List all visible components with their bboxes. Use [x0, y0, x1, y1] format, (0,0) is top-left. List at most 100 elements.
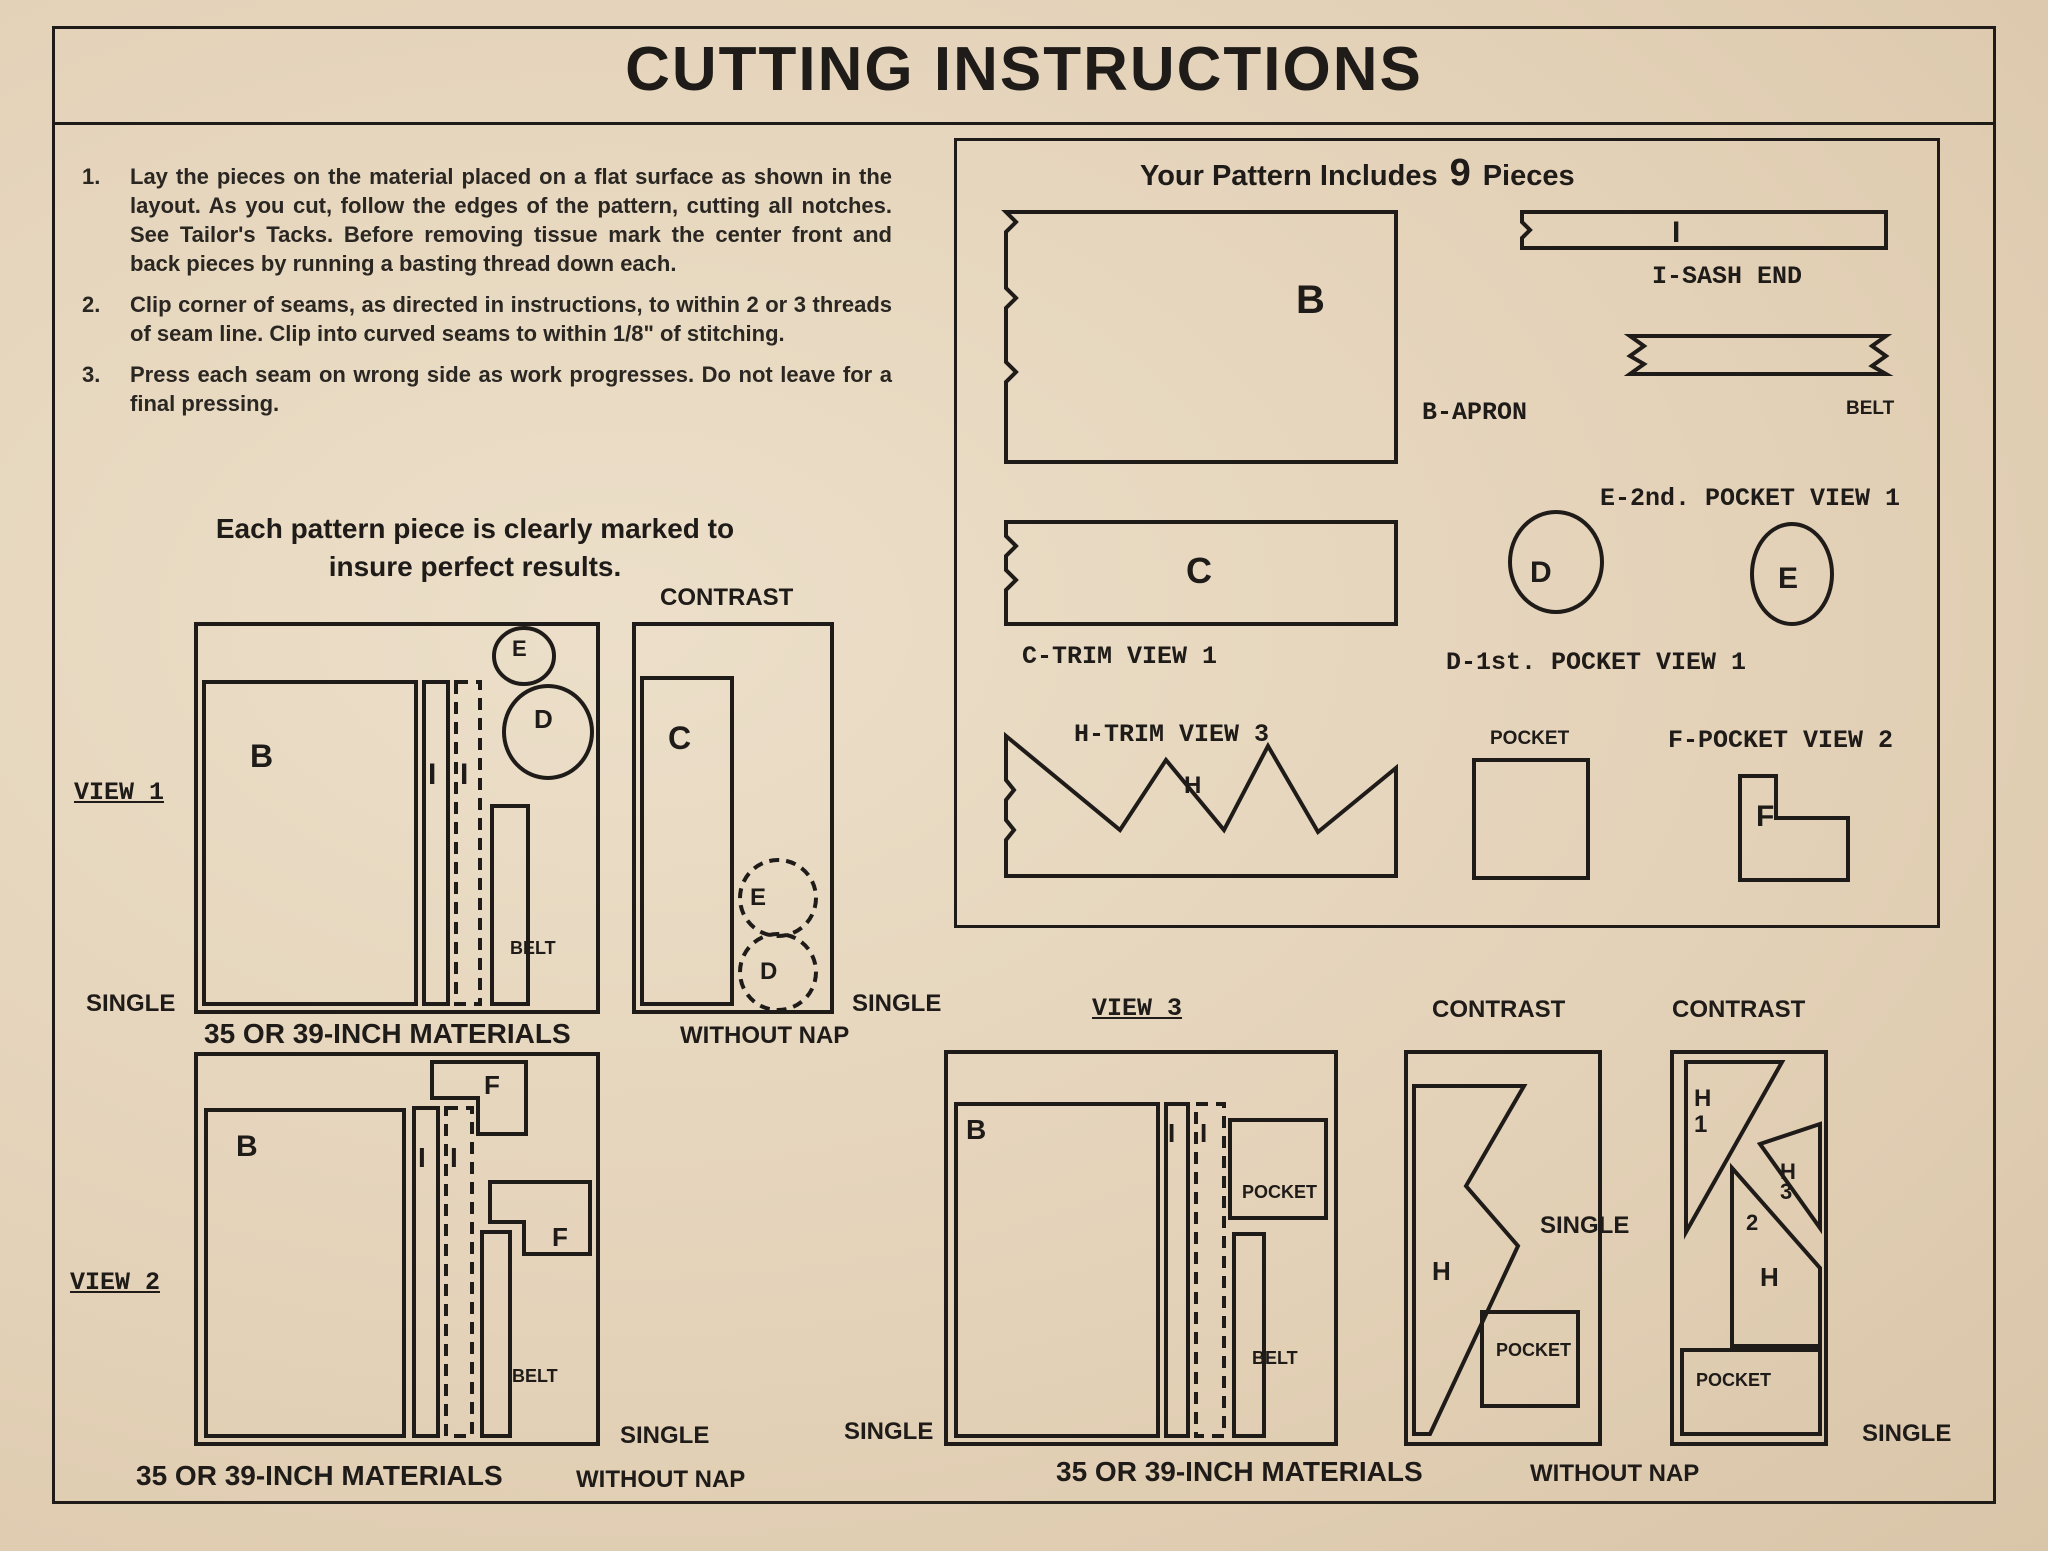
instruction-item: 1. Lay the pieces on the material placed … — [82, 162, 892, 278]
label-belt-view1: BELT — [510, 938, 556, 958]
instruction-item: 2. Clip corner of seams, as directed in i… — [82, 290, 892, 348]
label-view3: VIEW 3 — [1092, 994, 1183, 1023]
piece-f-lower — [488, 1180, 592, 1256]
view3-fabric — [944, 1050, 1338, 1446]
piece-c-trim — [1004, 520, 1398, 626]
letter-i-view1: I — [460, 758, 469, 791]
letter-f: F — [1756, 800, 1775, 833]
piece-belt-view3 — [1232, 1232, 1266, 1438]
piece-belt-view1 — [490, 804, 530, 1006]
letter-b-view3: B — [966, 1114, 987, 1145]
label-materials-view2: 35 OR 39-INCH MATERIALS — [136, 1460, 503, 1491]
letter-e: E — [1778, 562, 1799, 595]
letter-b-view2: B — [236, 1130, 258, 1163]
instruction-number: 1. — [82, 164, 101, 189]
piece-h3 — [1756, 1121, 1822, 1235]
includes-suffix: Pieces — [1482, 160, 1575, 192]
piece-i-view3 — [1164, 1102, 1190, 1438]
instruction-number: 2. — [82, 292, 101, 317]
piece-i-dashed-view2 — [444, 1106, 474, 1438]
view1-fabric — [194, 622, 600, 1014]
piece-c-view1 — [640, 676, 734, 1006]
piece-d-pocket — [1508, 510, 1604, 614]
piece-i-dashed-view1 — [454, 680, 482, 1006]
letter-h3: H 3 — [1780, 1159, 1796, 1204]
label-belt-view2: BELT — [512, 1366, 558, 1386]
view3-contrast2-fabric — [1670, 1050, 1828, 1446]
label-pocket-piece: POCKET — [1490, 728, 1570, 749]
label-materials-view3: 35 OR 39-INCH MATERIALS — [1056, 1456, 1423, 1487]
letter-e-contrast: E — [750, 884, 767, 911]
instruction-text: Lay the pieces on the material placed on… — [130, 164, 892, 276]
piece-i-sash-end — [1520, 210, 1888, 250]
piece-e-view1 — [492, 626, 556, 686]
piece-pocket-view3 — [1228, 1118, 1328, 1220]
letter-f-view2: F — [552, 1222, 568, 1252]
includes-prefix: Your Pattern Includes — [1140, 160, 1438, 192]
letter-b: B — [1296, 278, 1325, 322]
label-contrast-view1: CONTRAST — [660, 584, 794, 611]
piece-pocket-contrast — [1480, 1310, 1580, 1408]
piece-b-view2 — [204, 1108, 406, 1438]
letter-h-contrast2: H — [1760, 1262, 1779, 1292]
letter-h: H — [1184, 772, 1202, 799]
label-pocket-contrast2: POCKET — [1696, 1370, 1772, 1390]
marked-note: Each pattern piece is clearly marked to … — [150, 510, 800, 586]
letter-i-view3: I — [1200, 1118, 1208, 1148]
piece-e-pocket — [1750, 522, 1834, 626]
label-d-pocket: D-1st. POCKET VIEW 1 — [1446, 648, 1747, 677]
label-single: SINGLE — [844, 1418, 934, 1445]
letter-f-view2: F — [484, 1070, 500, 1100]
piece-i-dashed-view3 — [1194, 1102, 1226, 1438]
piece-i-view2 — [412, 1106, 440, 1438]
piece-f-pocket — [1738, 774, 1850, 882]
label-f-pocket: F-POCKET VIEW 2 — [1668, 726, 1894, 755]
piece-pocket — [1472, 758, 1590, 880]
label-contrast-view3b: CONTRAST — [1672, 996, 1806, 1023]
instructions-list: 1. Lay the pieces on the material placed … — [82, 162, 892, 430]
label-i-sash: I-SASH END — [1652, 262, 1803, 291]
piece-h1 — [1684, 1060, 1786, 1240]
label-pocket-view3: POCKET — [1242, 1182, 1318, 1202]
letter-b-view1: B — [250, 738, 274, 774]
letter-d-contrast: D — [760, 958, 778, 985]
label-view2: VIEW 2 — [70, 1268, 161, 1297]
instruction-text: Clip corner of seams, as directed in ins… — [130, 292, 892, 346]
piece-f-upper — [430, 1060, 528, 1136]
marked-note-line: insure perfect results. — [328, 551, 622, 582]
letter-c-view1: C — [668, 720, 692, 756]
piece-b-view1 — [202, 680, 418, 1006]
letter-i-view2: I — [450, 1142, 458, 1173]
view1-contrast-fabric — [632, 622, 834, 1014]
piece-d-dashed — [738, 932, 818, 1012]
label-e-pocket: E-2nd. POCKET VIEW 1 — [1600, 484, 1901, 513]
instruction-text: Press each seam on wrong side as work pr… — [130, 362, 892, 416]
piece-pocket-contrast2 — [1680, 1348, 1822, 1436]
letter-d: D — [1530, 556, 1552, 589]
instruction-item: 3. Press each seam on wrong side as work … — [82, 360, 892, 418]
view3-contrast-fabric — [1404, 1050, 1602, 1446]
piece-belt — [1623, 334, 1894, 376]
piece-i-view1 — [422, 680, 450, 1006]
piece-belt-view2 — [480, 1230, 512, 1438]
label-materials-view1: 35 OR 39-INCH MATERIALS — [204, 1018, 571, 1049]
label-h-trim: H-TRIM VIEW 3 — [1074, 720, 1270, 749]
letter-e-view1: E — [512, 636, 527, 661]
letter-i-view2: I — [418, 1142, 426, 1173]
label-contrast-view3: CONTRAST — [1432, 996, 1566, 1023]
label-single: SINGLE — [1862, 1420, 1952, 1447]
letter-h2-num: 2 — [1746, 1210, 1759, 1235]
piece-h-view3 — [1412, 1084, 1528, 1436]
pieces-count: 9 — [1449, 152, 1471, 194]
instruction-number: 3. — [82, 362, 101, 387]
label-belt-piece: BELT — [1846, 398, 1895, 419]
piece-h-trim — [1004, 731, 1398, 878]
label-without-nap-view3: WITHOUT NAP — [1530, 1460, 1700, 1487]
pattern-includes-box — [954, 138, 1940, 928]
piece-b-apron — [1001, 210, 1398, 464]
label-b-apron: B-APRON — [1422, 398, 1528, 427]
letter-h-view3: H — [1432, 1256, 1451, 1286]
letter-i: I — [1672, 216, 1681, 249]
letter-h1: H 1 — [1694, 1085, 1712, 1138]
